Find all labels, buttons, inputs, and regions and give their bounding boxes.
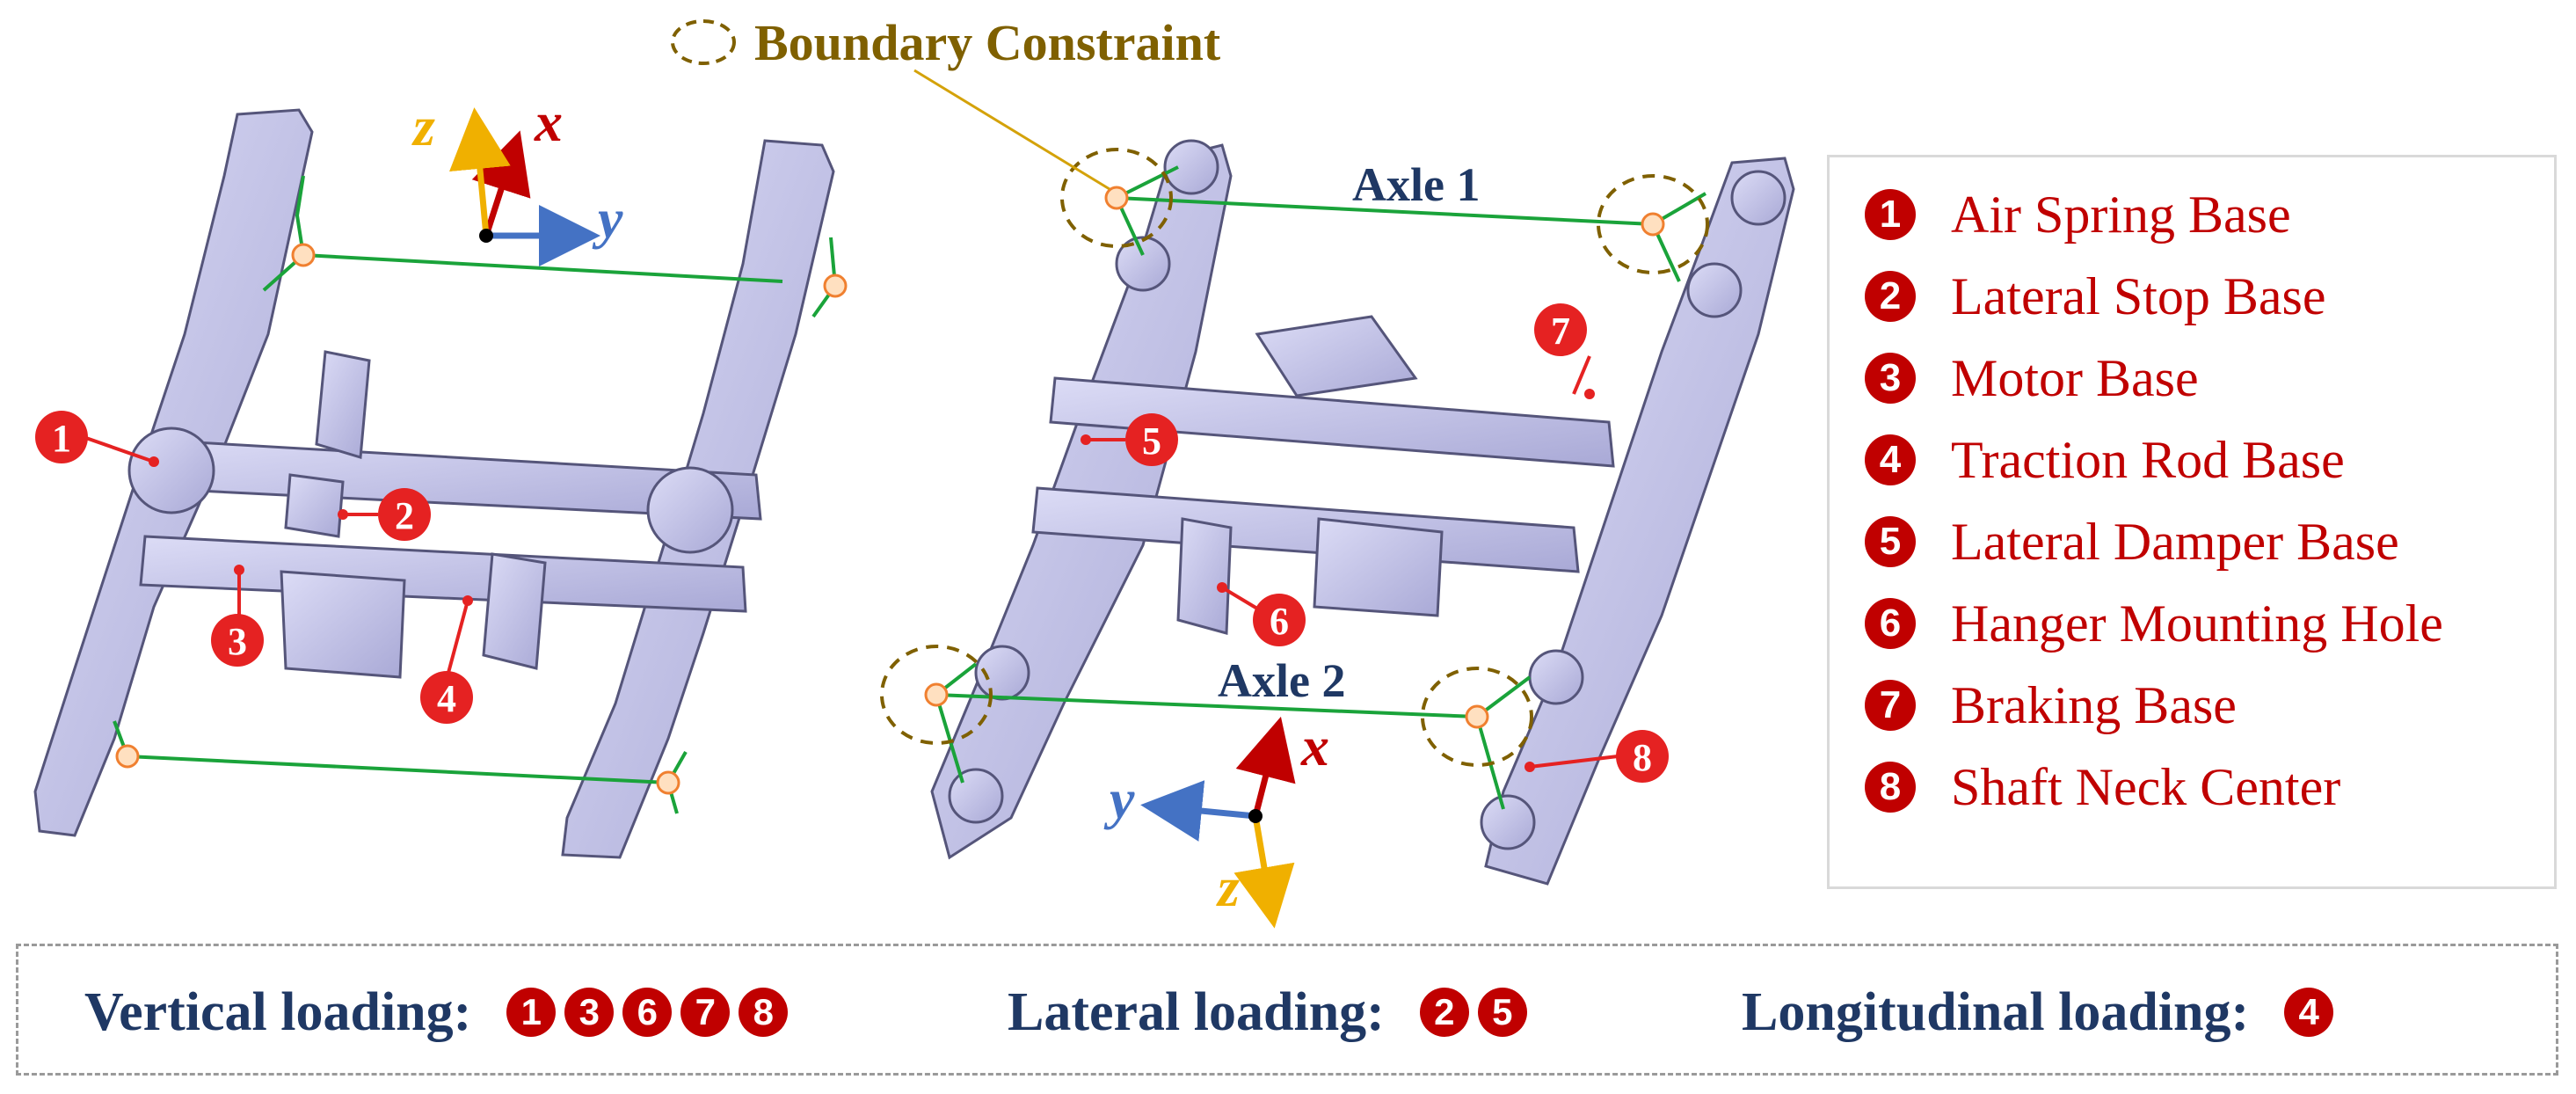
load-number-badge: 1: [506, 988, 557, 1037]
svg-text:7: 7: [1551, 310, 1570, 353]
load-number-badge: 4: [2284, 988, 2334, 1037]
boundary-circle-axle2-left: [880, 645, 993, 745]
svg-text:6: 6: [1270, 600, 1289, 643]
callout-5: [1125, 413, 1178, 466]
lateral-loading-group: Lateral loading: 2 5: [1008, 946, 1527, 1078]
legend-number-badge: 7: [1865, 680, 1916, 731]
legend-item: 6 Hanger Mounting Hole: [1865, 584, 2443, 663]
left-motor-plate: [280, 570, 406, 679]
right-axis-x-label: x: [1300, 715, 1329, 777]
legend-label: Hanger Mounting Hole: [1951, 594, 2443, 653]
svg-text:1: 1: [52, 417, 71, 460]
boundary-constraint-circles: [880, 148, 1709, 767]
boundary-circle-axle1-left: [1060, 148, 1173, 248]
callout-3: [211, 614, 264, 667]
legend-item: 7 Braking Base: [1865, 666, 2237, 745]
left-bogie-frame: [33, 108, 835, 859]
svg-text:4: 4: [437, 677, 456, 720]
svg-text:2: 2: [395, 494, 414, 537]
legend-label: Air Spring Base: [1951, 185, 2291, 244]
left-axis-z-arrow: [449, 107, 511, 237]
legend-item: 1 Air Spring Base: [1865, 175, 2291, 254]
traction-bracket: [482, 552, 547, 670]
air-spring-disc-right: [646, 466, 734, 554]
right-braking-plate: [1255, 315, 1418, 397]
left-constraint-markers: [115, 243, 848, 795]
callout-6: [1253, 594, 1306, 646]
legend-number-badge: 1: [1865, 189, 1916, 240]
left-axis-x-arrow: [471, 130, 531, 237]
right-axis-x-arrow: [1235, 716, 1296, 817]
right-cross-beam-upper: [1049, 376, 1615, 468]
center-bracket: [315, 350, 371, 459]
right-axis-z-label: z: [1216, 856, 1240, 918]
load-number-badge: 5: [1477, 988, 1527, 1037]
legend-item: 2 Lateral Stop Base: [1865, 257, 2326, 336]
boundary-constraint-legend: Boundary Constraint: [671, 14, 1221, 191]
legend-label: Braking Base: [1951, 675, 2237, 734]
callout-8: [1616, 730, 1669, 783]
axle2-label: Axle 2: [1218, 654, 1345, 707]
vertical-loading-group: Vertical loading: 1 3 6 7 8: [84, 946, 789, 1078]
legend-label: Lateral Stop Base: [1951, 266, 2326, 325]
legend-item: 5 Lateral Damper Base: [1865, 502, 2399, 581]
left-axis-z-label: z: [411, 95, 435, 157]
callout-7: [1534, 303, 1587, 356]
air-spring-disc-left: [127, 427, 215, 514]
right-axis-y-label: y: [1103, 768, 1135, 830]
legend-number-badge: 8: [1865, 762, 1916, 813]
load-number-badge: 3: [564, 988, 615, 1037]
boundary-circle-axle1-right: [1597, 174, 1709, 274]
right-axis-z-arrow: [1233, 815, 1295, 929]
lateral-stop-block: [284, 473, 345, 538]
left-axis-y-label: y: [592, 187, 623, 250]
callout-1: [35, 411, 88, 463]
left-axis-triad: x y z: [411, 91, 623, 266]
right-axis-y-arrow: [1140, 780, 1256, 842]
axle1-label: Axle 1: [1352, 158, 1480, 211]
boundary-constraint-label: Boundary Constraint: [754, 14, 1221, 71]
boundary-leader-line: [913, 69, 1110, 191]
callout-4: [420, 671, 473, 724]
callout-2: [378, 488, 431, 541]
load-number-badge: 6: [622, 988, 673, 1037]
right-constraint-markers: [924, 186, 1665, 729]
svg-text:5: 5: [1142, 419, 1161, 463]
component-legend: 1 Air Spring Base 2 Lateral Stop Base 3 …: [1827, 155, 2557, 889]
left-axis-x-label: x: [534, 91, 563, 153]
right-callouts: 5 6 7 8: [1081, 303, 1669, 783]
loading-summary: Vertical loading: 1 3 6 7 8 Lateral load…: [16, 944, 2558, 1076]
longitudinal-loading-label: Longitudinal loading:: [1742, 981, 2250, 1042]
legend-number-badge: 4: [1865, 434, 1916, 485]
legend-label: Shaft Neck Center: [1951, 757, 2341, 816]
longitudinal-loading-group: Longitudinal loading: 4: [1742, 946, 2334, 1078]
legend-label: Traction Rod Base: [1951, 430, 2345, 489]
load-number-badge: 7: [680, 988, 731, 1037]
legend-number-badge: 5: [1865, 516, 1916, 567]
left-callouts: 1 2 3 4: [35, 411, 473, 724]
legend-item: 3 Motor Base: [1865, 339, 2199, 418]
legend-number-badge: 2: [1865, 271, 1916, 322]
legend-item: 4 Traction Rod Base: [1865, 420, 2345, 500]
load-number-badge: 8: [739, 988, 789, 1037]
legend-item: 8 Shaft Neck Center: [1865, 748, 2340, 827]
vertical-loading-label: Vertical loading:: [84, 981, 472, 1042]
legend-number-badge: 3: [1865, 353, 1916, 404]
left-cross-beam-lower: [139, 535, 747, 613]
svg-text:3: 3: [228, 620, 247, 663]
right-bogie-frame: [930, 139, 1795, 886]
right-motor-plate: [1313, 517, 1444, 617]
legend-label: Lateral Damper Base: [1951, 512, 2399, 571]
hanger-bracket: [1176, 517, 1233, 635]
boundary-circle-axle2-right: [1421, 667, 1533, 767]
svg-text:8: 8: [1633, 736, 1652, 779]
load-number-badge: 2: [1419, 988, 1469, 1037]
lateral-loading-label: Lateral loading:: [1008, 981, 1385, 1042]
legend-label: Motor Base: [1951, 348, 2199, 407]
right-axis-triad: x y z: [1103, 715, 1329, 929]
legend-number-badge: 6: [1865, 598, 1916, 649]
